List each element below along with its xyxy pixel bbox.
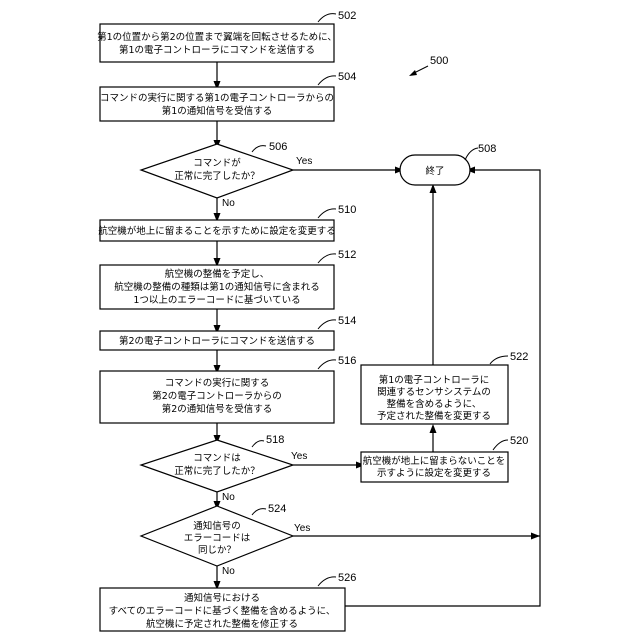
- step-line: 第2の通知信号を受信する: [162, 403, 273, 415]
- ref-506: 506: [269, 141, 287, 153]
- step-504: コマンドの実行に関する第1の電子コントローラからの 第1の通知信号を受信する: [100, 87, 334, 121]
- figure-number: 500: [430, 55, 448, 67]
- step-line: 航空機が地上に留まらないことを: [363, 455, 506, 467]
- decision-line: コマンドが: [193, 157, 241, 169]
- step-line: 第1の電子コントローラにコマンドを送信する: [119, 44, 315, 56]
- step-line: コマンドの実行に関する: [165, 377, 270, 389]
- ref-510: 510: [338, 204, 356, 216]
- ref-524: 524: [268, 503, 286, 515]
- step-516: コマンドの実行に関する 第2の電子コントローラからの 第2の通知信号を受信する: [100, 371, 334, 423]
- step-520: 航空機が地上に留まらないことを 示すように設定を変更する: [361, 452, 508, 482]
- no-label: No: [222, 566, 235, 577]
- step-line: 予定された整備を変更する: [377, 410, 491, 422]
- arrowhead: [430, 424, 437, 433]
- step-502: 第1の位置から第2の位置まで翼端を回転させるために、 第1の電子コントローラにコ…: [97, 24, 337, 62]
- ref-526: 526: [338, 572, 356, 584]
- ref-508: 508: [478, 143, 496, 155]
- end-terminator: 終了: [400, 155, 470, 185]
- leader-line: [318, 209, 336, 218]
- ref-504: 504: [338, 71, 356, 83]
- leader-line: [252, 146, 266, 152]
- leader-line: [318, 320, 336, 329]
- leader-line: [318, 254, 336, 263]
- step-line: 整備を含めるように、: [387, 398, 482, 410]
- step-line: 航空機に予定された整備を修正する: [146, 618, 298, 630]
- decision-518: コマンドは 正常に完了したか？: [141, 440, 293, 492]
- yes-label: Yes: [294, 523, 310, 534]
- step-514: 第2の電子コントローラにコマンドを送信する: [100, 331, 334, 350]
- arrowhead: [531, 533, 540, 540]
- step-510: 航空機が地上に留まることを示すために設定を変更する: [98, 220, 336, 241]
- step-line: 第1の通知信号を受信する: [162, 105, 273, 117]
- step-line: 通知信号における: [184, 592, 260, 604]
- leader-line: [252, 509, 266, 515]
- leader-line: [318, 14, 336, 22]
- ref-522: 522: [510, 351, 528, 363]
- step-line: 第2の電子コントローラからの: [152, 390, 282, 402]
- ref-516: 516: [338, 355, 356, 367]
- step-line: 第1の位置から第2の位置まで翼端を回転させるために、: [97, 31, 337, 43]
- decision-line: 正常に完了したか？: [174, 465, 260, 477]
- step-line: 関連するセンサシステムの: [377, 386, 491, 398]
- yes-label: Yes: [291, 451, 307, 462]
- decision-line: 同じか？: [198, 545, 236, 556]
- decision-line: エラーコードは: [184, 533, 251, 544]
- leader-line: [252, 441, 264, 447]
- decision-line: 通知信号の: [193, 520, 241, 532]
- step-line: 航空機が地上に留まることを示すために設定を変更する: [98, 225, 336, 237]
- ref-512: 512: [338, 249, 356, 261]
- ref-502: 502: [338, 10, 356, 22]
- no-label: No: [222, 492, 235, 503]
- step-line: 示すように設定を変更する: [377, 467, 491, 479]
- ref-518: 518: [266, 434, 284, 446]
- leader-line: [465, 148, 478, 160]
- end-label: 終了: [425, 165, 444, 177]
- ref-514: 514: [338, 315, 356, 327]
- leader-line: [493, 440, 508, 450]
- step-line: 1つ以上のエラーコードに基づいている: [133, 294, 300, 306]
- leader-line: [318, 360, 336, 369]
- figure-pointer-arrowhead: [409, 70, 417, 76]
- step-526: 通知信号における すべてのエラーコードに基づく整備を含めるように、 航空機に予定…: [100, 588, 345, 631]
- no-label: No: [222, 198, 235, 209]
- step-line: すべてのエラーコードに基づく整備を含めるように、: [109, 605, 336, 617]
- step-line: 第1の電子コントローラに: [379, 374, 490, 386]
- step-line: 第2の電子コントローラにコマンドを送信する: [119, 335, 315, 347]
- yes-label: Yes: [296, 156, 312, 167]
- decision-524: 通知信号の エラーコードは 同じか？: [141, 506, 293, 566]
- step-line: 航空機の整備の種類は第1の通知信号に含まれる: [114, 281, 320, 293]
- step-line: コマンドの実行に関する第1の電子コントローラからの: [100, 92, 334, 104]
- step-512: 航空機の整備を予定し、 航空機の整備の種類は第1の通知信号に含まれる 1つ以上の…: [100, 265, 334, 309]
- step-522: 第1の電子コントローラに 関連するセンサシステムの 整備を含めるように、 予定さ…: [361, 365, 508, 424]
- leader-line: [490, 356, 508, 364]
- decision-line: コマンドは: [193, 453, 241, 464]
- decision-line: 正常に完了したか？: [174, 170, 260, 182]
- ref-520: 520: [510, 435, 528, 447]
- step-box: [100, 24, 334, 62]
- step-line: 航空機の整備を予定し、: [165, 268, 270, 280]
- leader-line: [318, 577, 336, 586]
- leader-line: [318, 76, 336, 85]
